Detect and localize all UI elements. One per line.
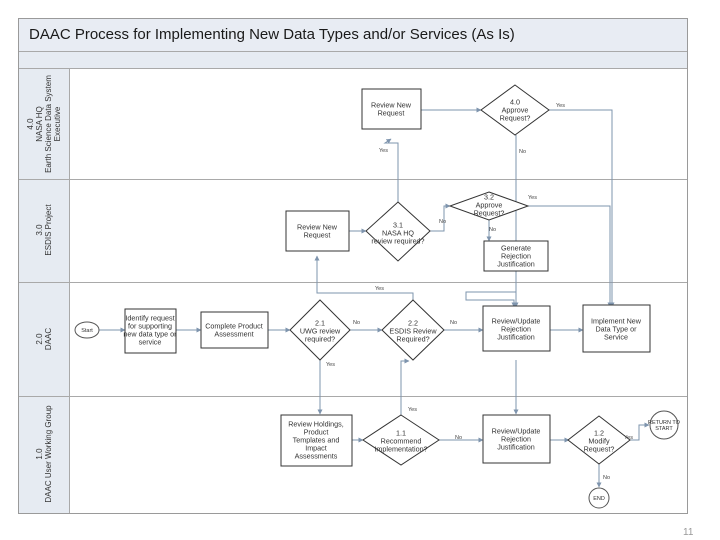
uwg-review-update-box [482,414,551,464]
edge-d12-return-yes [630,422,650,441]
edge-label-no-12: No [603,475,610,481]
edge-label-no-32: No [489,227,496,233]
lane-divider [19,282,687,283]
edge-label-no-11: No [455,435,462,441]
edge-label-no-31: No [439,219,446,225]
return-to-start-terminal [649,410,679,440]
edge-label-yes-40: Yes [556,103,565,109]
slide: DAAC Process for Implementing New Data T… [18,18,693,538]
edge-d11-daac-yes [400,358,410,415]
edge-label-yes-hq-review: Yes [379,148,388,154]
edge-d40-implement-yes [549,109,615,308]
end-terminal [588,487,610,509]
edge-label-no-21: No [353,320,360,326]
end-label: END [593,496,605,502]
implement-box [582,304,651,353]
title-bar: DAAC Process for Implementing New Data T… [19,19,687,52]
edge-label-yes-11: Yes [408,407,417,413]
start-label: Start [81,328,93,334]
start-terminal [74,321,100,339]
d21-diamond [289,299,351,361]
edge-d31-hq-yes [383,138,399,202]
edge-label-yes-21: Yes [326,362,335,368]
edge-label-yes-12: Yes [624,435,633,441]
d32-diamond [448,191,530,221]
d40-diamond [480,84,550,136]
edge-label-no-40: No [519,149,526,155]
complete-assessment-box [200,311,269,349]
daac-review-update-box [482,305,551,352]
edge-d32-implement-yes [528,205,613,308]
identify-request-box [124,308,177,354]
d11-diamond [362,414,440,466]
edge-label-yes-32: Yes [528,195,537,201]
edge-d31-d32-no [430,203,451,232]
lane-header-strip [19,52,687,69]
edge-label-no-22: No [450,320,457,326]
generate-justification-box [483,240,549,272]
d22-diamond [381,299,445,361]
d12-diamond [567,415,631,465]
lane-divider [19,396,687,397]
esdis-review-request-box [285,210,350,252]
d31-diamond [365,201,431,262]
lane-header-column [19,69,70,513]
page-number: 11 [683,527,694,538]
hq-review-request-box [361,88,422,130]
edge-label-yes-22: Yes [375,286,384,292]
review-holdings-box [280,414,353,467]
edge-d22-esdis-yes [314,255,414,300]
lane-divider [19,179,687,180]
diagram-title: DAAC Process for Implementing New Data T… [29,26,515,43]
